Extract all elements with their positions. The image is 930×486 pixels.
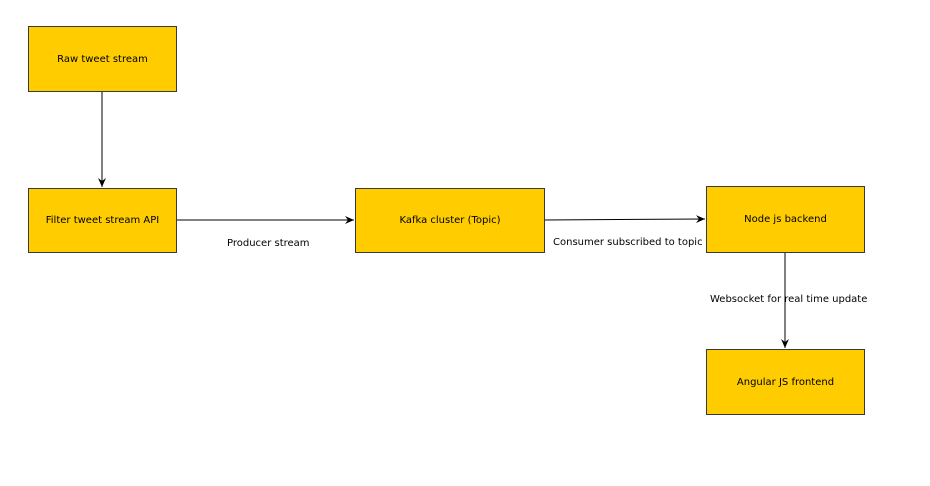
node-label: Kafka cluster (Topic) (399, 215, 501, 226)
node-nodejs-backend[interactable]: Node js backend (706, 186, 865, 253)
node-label: Filter tweet stream API (45, 215, 160, 226)
edge-label-consumer-subscribed: Consumer subscribed to topic (553, 237, 703, 248)
edge-label-websocket: Websocket for real time update (710, 294, 868, 305)
edge-label-producer-stream: Producer stream (227, 238, 310, 249)
node-label: Raw tweet stream (57, 53, 148, 65)
node-raw-tweet-stream[interactable]: Raw tweet stream (28, 26, 177, 92)
node-angularjs-frontend[interactable]: Angular JS frontend (706, 349, 865, 415)
edge-kafka-to-node[interactable] (543, 215, 706, 224)
node-kafka-cluster[interactable]: Kafka cluster (Topic) (355, 188, 545, 253)
node-label: Node js backend (744, 214, 827, 225)
node-filter-tweet-stream-api[interactable]: Filter tweet stream API (28, 188, 177, 253)
node-label: Angular JS frontend (736, 376, 835, 388)
